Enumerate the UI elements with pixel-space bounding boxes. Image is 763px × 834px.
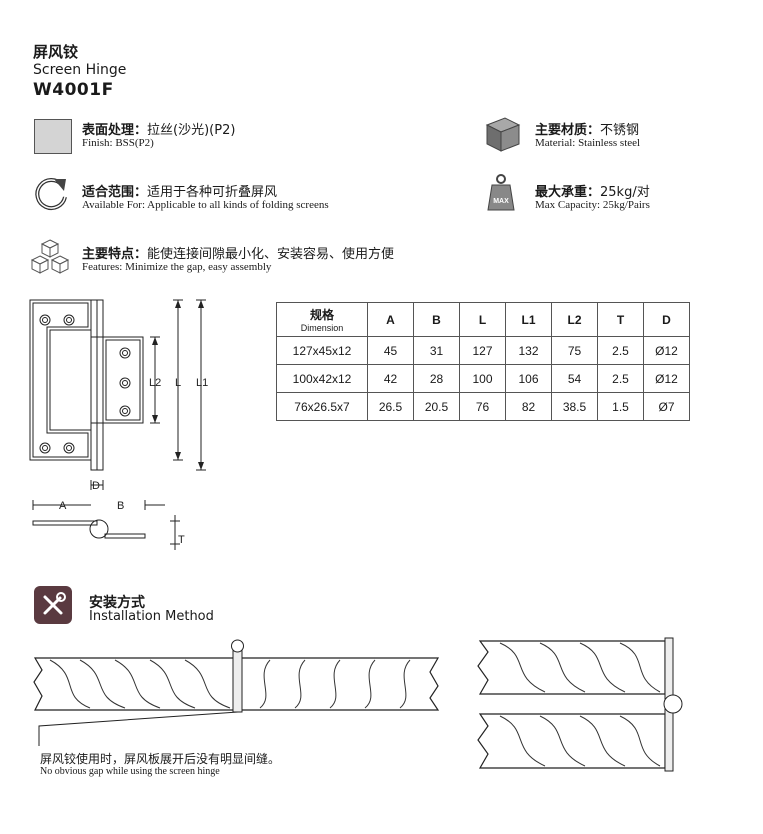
- left-leaf-outline: [29, 299, 92, 461]
- capacity-en: Max Capacity: 25kg/Pairs: [535, 199, 650, 211]
- product-title-en: Screen Hinge: [33, 62, 127, 78]
- table-row: 127x45x12 45 31 127 132 75 2.5 Ø12: [276, 336, 690, 365]
- table-cell: Ø12: [643, 336, 690, 365]
- spec-header-dimension-cn: 规格: [309, 308, 334, 322]
- hinge-technical-drawing: L2 L L1 D A B T: [29, 299, 208, 550]
- hinge-knuckle-flat: [232, 645, 243, 713]
- spec-table-header: 规格 Dimension A B L L1 L2 T D: [276, 302, 690, 337]
- table-cell: 100: [459, 364, 506, 393]
- table-cell: 76: [459, 392, 506, 421]
- material-value: 不锈钢: [600, 123, 640, 138]
- cube-icon: [485, 117, 521, 152]
- cubes-icon: [30, 239, 70, 274]
- characteristics-label: 主要特点：: [82, 247, 148, 262]
- table-cell: 31: [413, 336, 460, 365]
- section-right-leaf: [104, 533, 146, 539]
- spec-header-col: T: [597, 302, 644, 337]
- wood-grain: [49, 659, 411, 709]
- dim-label-T: T: [178, 534, 185, 546]
- finish-value: 拉丝(沙光)(P2): [147, 123, 236, 138]
- table-cell: 106: [505, 364, 552, 393]
- table-cell: 2.5: [597, 364, 644, 393]
- product-title-cn: 屏风铰: [33, 43, 79, 61]
- screen-panel-right: [239, 657, 440, 711]
- section-knuckle: [89, 519, 109, 539]
- usage-row: 适合范围：适用于各种可折叠屏风: [82, 181, 277, 200]
- rotate-arrow-icon: [35, 178, 67, 211]
- model-number: W4001F: [33, 80, 114, 100]
- dim-label-L2: L2: [149, 377, 161, 389]
- spec-header-dimension: 规格 Dimension: [276, 302, 368, 337]
- spec-header-col: L: [459, 302, 506, 337]
- capacity-label: 最大承重：: [535, 185, 601, 200]
- table-cell: 28: [413, 364, 460, 393]
- characteristics-value: 能使连接间隙最小化、安装容易、使用方便: [147, 247, 395, 262]
- dim-label-A: A: [59, 500, 67, 512]
- caption-cn: 屏风铰使用时，屏风板展开后没有明显间缝。: [40, 752, 281, 766]
- table-row: 100x42x12 42 28 100 106 54 2.5 Ø12: [276, 364, 690, 393]
- table-cell: 26.5: [367, 392, 414, 421]
- table-cell: 75: [551, 336, 598, 365]
- caption-en: No obvious gap while using the screen hi…: [40, 766, 220, 777]
- hinge-pin-folded: [663, 694, 683, 714]
- usage-label: 适合范围：: [82, 185, 148, 200]
- installation-folded-illustration: [477, 637, 683, 772]
- usage-en: Available For: Applicable to all kinds o…: [82, 199, 329, 211]
- table-cell: Ø7: [643, 392, 690, 421]
- table-cell: 38.5: [551, 392, 598, 421]
- spec-header-col: L2: [551, 302, 598, 337]
- installation-flat-illustration: [33, 639, 440, 713]
- dim-label-B: B: [117, 500, 124, 512]
- spec-table: 规格 Dimension A B L L1 L2 T D 127x45x12 4…: [276, 302, 690, 421]
- table-cell: 2.5: [597, 336, 644, 365]
- capacity-row: 最大承重：25kg/对: [535, 181, 650, 200]
- spec-header-col: L1: [505, 302, 552, 337]
- dim-label-D: D: [92, 480, 100, 492]
- table-cell: 45: [367, 336, 414, 365]
- spec-header-dimension-en: Dimension: [300, 323, 344, 333]
- material-label: 主要材质：: [535, 123, 601, 138]
- section-left-leaf: [32, 520, 98, 526]
- square-swatch-icon: [34, 119, 72, 154]
- table-cell: 1.5: [597, 392, 644, 421]
- screw-holes: [39, 314, 131, 454]
- finish-label: 表面处理：: [82, 123, 148, 138]
- characteristics-row: 主要特点：能使连接间隙最小化、安装容易、使用方便: [82, 243, 394, 262]
- table-cell: 127x45x12: [276, 336, 368, 365]
- installation-title-en: Installation Method: [89, 609, 214, 624]
- weight-icon-label: MAX: [493, 198, 509, 205]
- spec-header-col: A: [367, 302, 414, 337]
- spec-header-col: D: [643, 302, 690, 337]
- table-cell: Ø12: [643, 364, 690, 393]
- right-leaf-outline: [102, 336, 144, 424]
- characteristics-en: Features: Minimize the gap, easy assembl…: [82, 261, 272, 273]
- table-row: 76x26.5x7 26.5 20.5 76 82 38.5 1.5 Ø7: [276, 392, 690, 421]
- finish-en: Finish: BSS(P2): [82, 137, 154, 149]
- usage-value: 适用于各种可折叠屏风: [147, 185, 278, 200]
- finish-row: 表面处理：拉丝(沙光)(P2): [82, 119, 235, 138]
- dim-label-L1: L1: [196, 377, 208, 389]
- table-cell: 54: [551, 364, 598, 393]
- table-cell: 127: [459, 336, 506, 365]
- material-en: Material: Stainless steel: [535, 137, 641, 149]
- table-cell: 42: [367, 364, 414, 393]
- weight-icon: MAX: [487, 174, 515, 211]
- table-cell: 76x26.5x7: [276, 392, 368, 421]
- table-cell: 82: [505, 392, 552, 421]
- caption-pointer: [38, 711, 239, 746]
- material-row: 主要材质：不锈钢: [535, 119, 639, 138]
- screen-panel-bottom: [477, 713, 666, 769]
- tools-icon: [34, 586, 72, 624]
- installation-title-cn: 安装方式: [89, 595, 145, 611]
- table-cell: 132: [505, 336, 552, 365]
- table-cell: 20.5: [413, 392, 460, 421]
- dim-label-L: L: [175, 377, 181, 389]
- hinge-pin-flat: [231, 639, 244, 653]
- table-cell: 100x42x12: [276, 364, 368, 393]
- spec-header-col: B: [413, 302, 460, 337]
- capacity-value: 25kg/对: [600, 185, 650, 200]
- screen-panel-top: [477, 640, 666, 695]
